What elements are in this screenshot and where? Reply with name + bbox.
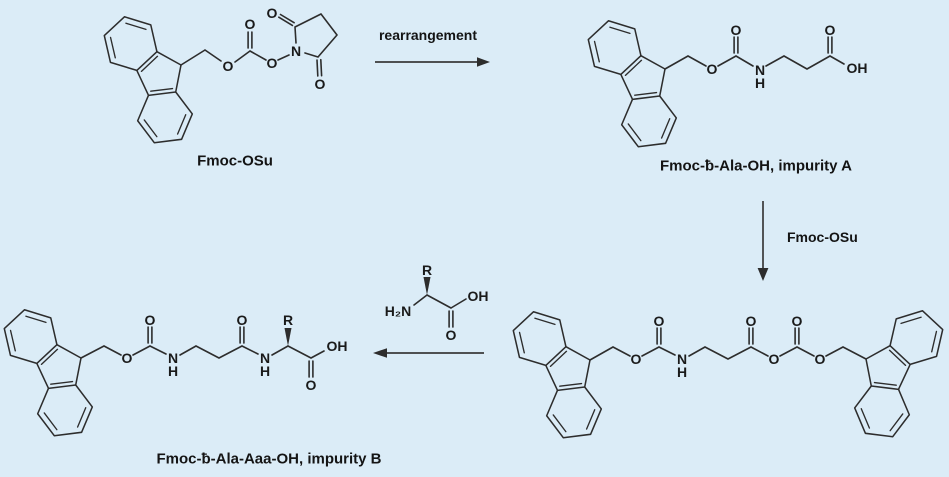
double-bond-lines <box>448 310 454 328</box>
wedge-bond <box>284 328 292 346</box>
atom-label-hydroxyl: OH <box>327 338 348 354</box>
structure-impurity-a: O O N H O OH Fmoc-ƀ-Ala-OH, impurity A <box>578 6 868 175</box>
arrowhead-down-icon <box>757 268 769 281</box>
bond-lines <box>180 13 338 66</box>
atom-label-oxygen: O <box>145 312 156 328</box>
structure-impurity-b: O O N H O N H R O OH Fmoc-ƀ-Ala-Aaa-OH, … <box>0 295 382 468</box>
atom-label-hydrogen: H <box>168 363 178 379</box>
atom-label-nitrogen: N <box>291 43 301 59</box>
double-bond-lines <box>247 13 323 77</box>
structure-amino-acid: H₂N R O OH <box>385 262 489 343</box>
arrowhead-right-icon <box>477 57 490 67</box>
bond-lines <box>413 294 467 309</box>
arrow-fmoc-osu-addition: Fmoc-OSu <box>757 201 858 281</box>
bond-lines <box>80 345 325 359</box>
atom-label-oxygen: O <box>631 351 642 367</box>
atom-label-oxygen: O <box>237 312 248 328</box>
arrowhead-left-icon <box>373 348 387 358</box>
atom-label-oxygen: O <box>815 351 826 367</box>
wedge-bond <box>423 277 431 295</box>
compound-label-impurity-a: Fmoc-ƀ-Ala-OH, impurity A <box>660 158 852 175</box>
arrow-amino-acid-coupling <box>373 348 484 358</box>
arrow-rearrangement: rearrangement <box>375 27 490 67</box>
atom-label-nitrogen: N <box>755 62 765 78</box>
atom-label-amine: H₂N <box>385 303 411 319</box>
atom-label-oxygen: O <box>223 58 234 74</box>
atom-label-oxygen: O <box>446 327 457 343</box>
atom-label-nitrogen: N <box>677 351 687 367</box>
atom-label-oxygen: O <box>731 22 742 38</box>
structure-fmoc-osu: O O O N O O Fmoc-OSu <box>94 2 338 170</box>
atom-label-hydroxyl: OH <box>847 60 868 76</box>
atom-label-hydrogen: H <box>260 363 270 379</box>
atom-label-r-group: R <box>283 312 293 328</box>
double-bond-lines <box>656 327 800 345</box>
atom-label-r-group: R <box>422 262 432 278</box>
arrow-label-fmoc-osu: Fmoc-OSu <box>787 229 858 245</box>
atom-label-oxygen: O <box>315 76 326 92</box>
bond-lines <box>664 55 845 70</box>
atom-label-hydrogen: H <box>755 75 765 91</box>
atom-label-oxygen: O <box>792 313 803 329</box>
atom-label-hydrogen: H <box>677 364 687 380</box>
double-bond-lines <box>147 326 314 378</box>
compound-label-impurity-b: Fmoc-ƀ-Ala-Aaa-OH, impurity B <box>156 451 381 468</box>
atom-label-oxygen: O <box>746 313 757 329</box>
atom-label-oxygen: O <box>245 16 256 32</box>
structure-anhydride: O O N H O O O O <box>503 296 949 449</box>
atom-label-oxygen: O <box>825 22 836 38</box>
atom-label-oxygen: O <box>267 55 278 71</box>
arrow-label-rearrangement: rearrangement <box>379 27 477 43</box>
atom-label-hydroxyl: OH <box>468 288 489 304</box>
bond-lines <box>589 346 867 361</box>
atom-label-nitrogen: N <box>168 350 178 366</box>
atom-label-nitrogen: N <box>260 350 270 366</box>
double-bond-lines <box>733 36 833 54</box>
atom-label-oxygen: O <box>122 350 133 366</box>
atom-label-oxygen: O <box>769 351 780 367</box>
atom-label-oxygen: O <box>267 5 278 21</box>
atom-label-oxygen: O <box>707 61 718 77</box>
atom-label-oxygen: O <box>306 377 317 393</box>
compound-label-fmoc-osu: Fmoc-OSu <box>197 153 273 170</box>
atom-label-oxygen: O <box>654 313 665 329</box>
